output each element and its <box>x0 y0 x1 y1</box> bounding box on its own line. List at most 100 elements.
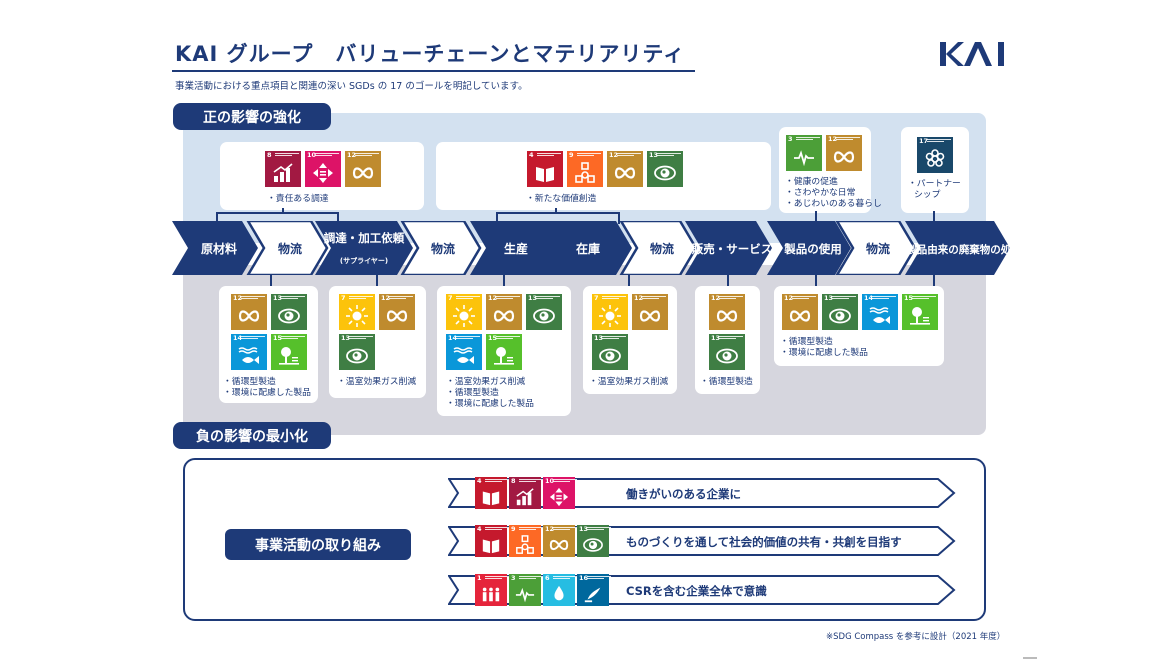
sdg-goal-3-tile: 3 <box>786 135 822 171</box>
sdg-goal-number: 3 <box>511 574 516 582</box>
fish-icon <box>869 307 890 324</box>
materiality-item: ・循環型製造 <box>780 337 833 347</box>
fish-icon <box>238 347 259 364</box>
connector-line <box>815 211 817 223</box>
sdg-goal-title-lines <box>275 152 299 157</box>
sdg-goal-number: 9 <box>511 525 516 533</box>
chain-step-label: 物流 <box>431 241 455 256</box>
sdg-goal-16-tile: 16 <box>577 574 611 606</box>
sdg-goal-number: 7 <box>594 294 599 302</box>
sdg-goal-15-tile: 15 <box>271 334 307 370</box>
sdg-goal-number: 3 <box>788 135 793 143</box>
sdg-goal-title-lines <box>241 335 265 340</box>
eye-earth-icon <box>599 348 621 364</box>
connector-line <box>496 212 620 214</box>
sdg-goal-number: 14 <box>448 334 458 342</box>
activity-arrow <box>448 526 956 556</box>
book-icon <box>536 167 554 182</box>
sdg-goal-number: 6 <box>545 574 550 582</box>
sdg-goal-title-lines <box>315 152 339 157</box>
sdg-goal-title-lines <box>485 478 509 483</box>
sdg-goal-13-tile: 13 <box>822 294 858 330</box>
materiality-item: ・健康の促進 <box>785 177 838 187</box>
sdg-goal-number: 13 <box>711 334 721 342</box>
sdg-goal-14-tile: 14 <box>231 334 267 370</box>
sdg-goal-number: 12 <box>545 525 555 533</box>
chain-step-label: 在庫 <box>576 241 600 256</box>
materiality-list: ・温室効果ガス削減 ・循環型製造 ・環境に配慮した製品 <box>446 377 534 410</box>
eye-earth-icon <box>829 308 851 324</box>
sdg-goal-title-lines <box>519 526 543 531</box>
sdg-goal-10-tile: 10 <box>543 477 577 509</box>
chain-step-label: 物流 <box>278 241 302 256</box>
eye-earth-icon <box>654 165 676 181</box>
sdg-goal-13-tile: 13 <box>709 334 745 370</box>
water-drop-icon <box>554 585 564 601</box>
sdg-goal-title-lines <box>281 335 305 340</box>
materiality-item: シップ <box>914 190 941 200</box>
cubes-icon <box>516 535 534 554</box>
sdg-goal-title-lines <box>456 295 480 300</box>
sun-icon <box>453 305 475 327</box>
materiality-item: ・責任ある調達 <box>267 194 329 204</box>
chain-step-label: 製品の使用 <box>783 242 842 256</box>
infinity-icon <box>493 310 515 322</box>
sdg-goal-number: 12 <box>347 151 357 159</box>
infinity-icon <box>549 539 569 551</box>
sdg-goal-12-tile: 12 <box>709 294 745 330</box>
sdg-goal-title-lines <box>792 295 816 300</box>
infinity-icon <box>716 310 738 322</box>
sdg-goal-number: 4 <box>477 525 482 533</box>
infinity-icon <box>789 310 811 322</box>
activity-arrow <box>448 478 956 508</box>
activity-text: ものづくりを通して社会的価値の共有・共創を目指す <box>626 535 902 549</box>
connector-line <box>496 212 498 224</box>
sdg-goal-title-lines <box>553 575 577 580</box>
connector-line <box>628 274 630 286</box>
sdg-goal-9-tile: 9 <box>567 151 603 187</box>
sdg-goal-number: 7 <box>448 294 453 302</box>
sdg-goal-title-lines <box>456 335 480 340</box>
sdg-goal-title-lines <box>281 295 305 300</box>
sdg-goal-1-tile: 1 <box>475 574 509 606</box>
page-indicator <box>1023 657 1037 659</box>
materiality-item: ・温室効果ガス削減 <box>589 377 669 387</box>
sdg-goal-title-lines <box>657 152 681 157</box>
sdg-goal-12-tile: 12 <box>486 294 522 330</box>
sdg-goal-title-lines <box>602 335 626 340</box>
growth-chart-icon <box>273 163 293 182</box>
heartbeat-icon <box>515 587 535 603</box>
growth-chart-icon <box>516 488 534 506</box>
sdg-goal-title-lines <box>912 295 936 300</box>
sdg-goal-4-tile: 4 <box>475 477 509 509</box>
sdg-goal-number: 8 <box>511 477 516 485</box>
materiality-item: ・新たな価値創造 <box>526 194 597 204</box>
connector-line <box>933 274 935 286</box>
positive-impact-label: 正の影響の強化 <box>173 103 331 130</box>
tree-icon <box>494 347 514 365</box>
materiality-list: ・パートナー シップ <box>908 179 961 201</box>
chain-step-label: 物流 <box>650 241 674 256</box>
materiality-list: ・循環型製造 ・環境に配慮した製品 <box>780 337 868 359</box>
sdg-goal-4-tile: 4 <box>475 525 509 557</box>
chain-step-logistics-4: 物流 <box>835 221 917 275</box>
sdg-goal-number: 16 <box>579 574 589 582</box>
sdg-goal-title-lines <box>832 295 856 300</box>
sdg-goal-number: 13 <box>341 334 351 342</box>
sdg-goal-number: 15 <box>273 334 283 342</box>
materiality-item: ・温室効果ガス削減 <box>337 377 417 387</box>
connector-line <box>216 212 339 214</box>
chain-step-raw-materials: 原材料 <box>172 221 258 275</box>
negative-impact-label: 負の影響の最小化 <box>173 422 331 449</box>
chain-step-procurement: 調達・加工依頼 (サプライヤー) <box>315 221 413 275</box>
sdg-goal-13-tile: 13 <box>647 151 683 187</box>
